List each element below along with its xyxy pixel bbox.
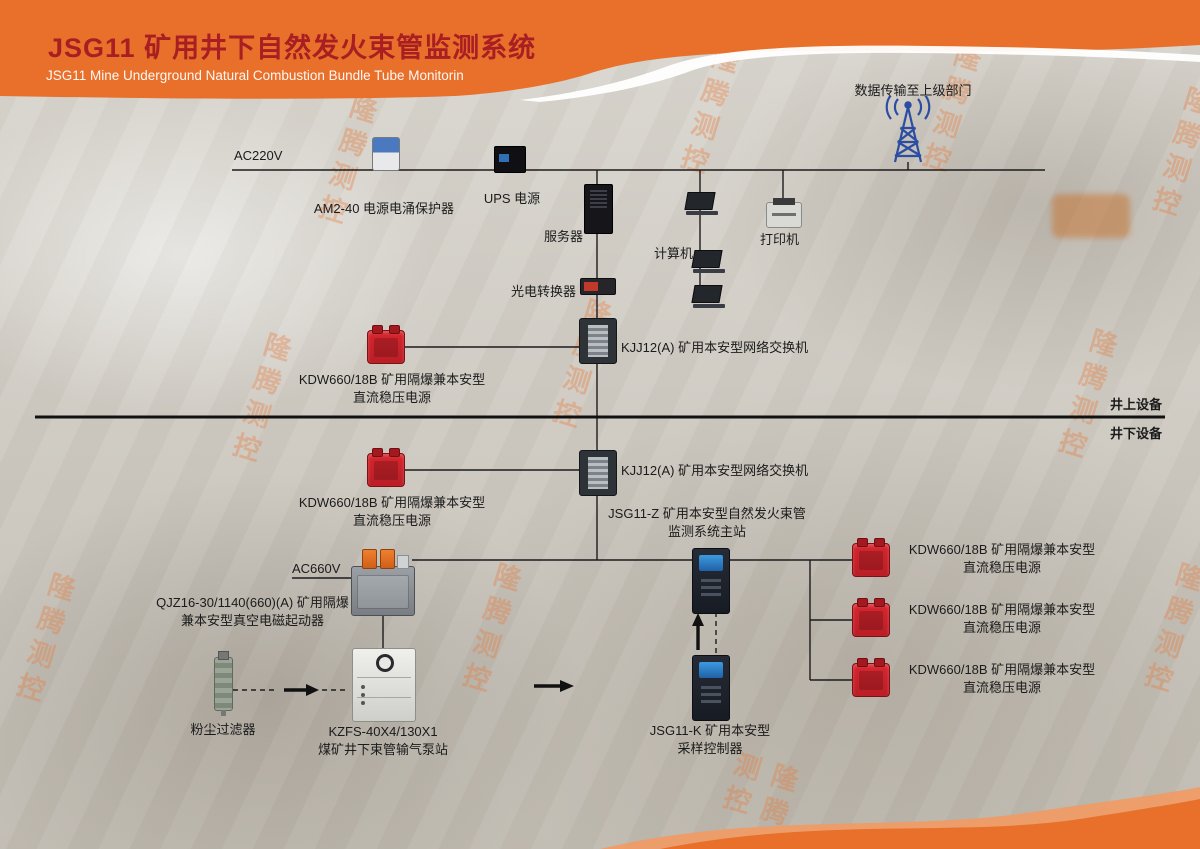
kdw-underground-label-line2: 直流稳压电源 xyxy=(352,513,431,528)
kdw-power-right-3-device xyxy=(852,658,890,697)
kdw-surface-label: KDW660/18B 矿用隔爆兼本安型 直流稳压电源 xyxy=(292,371,492,407)
flow-arrow-sampler-to-main-station-icon xyxy=(692,613,704,650)
computer-device-2 xyxy=(691,250,725,273)
sampling-controller-label-line2: 采样控制器 xyxy=(677,741,743,756)
server-device xyxy=(584,184,613,234)
kdw-power-right-1-device xyxy=(852,538,890,577)
kdw-surface-label-line1: KDW660/18B 矿用隔爆兼本安型 xyxy=(298,372,486,387)
server-grill xyxy=(590,190,607,210)
computer-device-3 xyxy=(691,285,725,308)
data-link-label: 数据传输至上级部门 xyxy=(854,83,972,98)
kdw-right-2-label: KDW660/18B 矿用隔爆兼本安型 直流稳压电源 xyxy=(896,601,1108,637)
kdw-right-3-label-line1: KDW660/18B 矿用隔爆兼本安型 xyxy=(908,662,1096,677)
switch-surface-label: KJJ12(A) 矿用本安型网络交换机 xyxy=(621,340,809,355)
sampling-controller-label: JSG11-K 矿用本安型 采样控制器 xyxy=(612,722,808,758)
pump-station-label-line1: KZFS-40X4/130X1 xyxy=(328,724,438,739)
printer-label: 打印机 xyxy=(760,232,800,247)
ac220v-label: AC220V xyxy=(234,148,283,163)
vacuum-starter-device xyxy=(351,549,415,616)
kdw-power-underground-device xyxy=(367,448,405,487)
starter-label-line1: QJZ16-30/1140(660)(A) 矿用隔爆 xyxy=(156,595,349,610)
kdw-right-3-label-line2: 直流稳压电源 xyxy=(962,680,1041,695)
page-subtitle: JSG11 Mine Underground Natural Combustio… xyxy=(46,68,464,83)
page-title: JSG11 矿用井下自然发火束管监测系统 xyxy=(48,33,537,63)
network-switch-surface-device xyxy=(579,318,617,364)
sampling-controller-label-line1: JSG11-K 矿用本安型 xyxy=(649,723,771,738)
main-station-label-line1: JSG11-Z 矿用本安型自然发火束管 xyxy=(608,506,806,521)
kdw-right-3-label: KDW660/18B 矿用隔爆兼本安型 直流稳压电源 xyxy=(896,661,1108,697)
main-station-label: JSG11-Z 矿用本安型自然发火束管 监测系统主站 xyxy=(597,505,817,541)
optical-converter-device xyxy=(580,278,616,295)
printer-device xyxy=(766,198,802,228)
main-station-label-line2: 监测系统主站 xyxy=(667,524,746,539)
server-label: 服务器 xyxy=(544,229,584,244)
kdw-right-1-label-line1: KDW660/18B 矿用隔爆兼本安型 xyxy=(908,542,1096,557)
optical-converter-label: 光电转换器 xyxy=(510,284,576,299)
ups-display xyxy=(499,154,509,162)
starter-label: QJZ16-30/1140(660)(A) 矿用隔爆 兼本安型真空电磁起动器 xyxy=(150,594,355,630)
kdw-surface-label-line2: 直流稳压电源 xyxy=(352,390,431,405)
sampling-controller-device xyxy=(692,655,730,721)
computer-label: 计算机 xyxy=(654,246,694,261)
kdw-power-surface-device xyxy=(367,325,405,364)
ac660v-label: AC660V xyxy=(292,561,341,576)
mining-truck-photo xyxy=(1052,194,1130,238)
flow-arrow-pump-to-sampler-icon xyxy=(534,680,574,692)
starter-label-line2: 兼本安型真空电磁起动器 xyxy=(180,613,324,628)
flow-arrow-filter-to-pump-icon xyxy=(284,684,319,696)
kdw-underground-label-line1: KDW660/18B 矿用隔爆兼本安型 xyxy=(298,495,486,510)
dust-filter-device xyxy=(214,651,233,716)
pump-station-label-line2: 煤矿井下束管输气泵站 xyxy=(317,742,448,757)
pump-station-device xyxy=(352,648,416,722)
kdw-right-2-label-line2: 直流稳压电源 xyxy=(962,620,1041,635)
kdw-right-1-label: KDW660/18B 矿用隔爆兼本安型 直流稳压电源 xyxy=(896,541,1108,577)
switch-underground-label: KJJ12(A) 矿用本安型网络交换机 xyxy=(621,463,809,478)
surge-protector-device xyxy=(372,137,400,171)
kdw-power-right-2-device xyxy=(852,598,890,637)
pump-station-label: KZFS-40X4/130X1 煤矿井下束管输气泵站 xyxy=(288,723,478,759)
ups-label: UPS 电源 xyxy=(483,191,541,206)
converter-label-sticker xyxy=(584,282,598,291)
network-switch-underground-device xyxy=(579,450,617,496)
computer-device-1 xyxy=(684,192,718,215)
dust-filter-label: 粉尘过滤器 xyxy=(190,722,256,737)
underground-zone-label: 井下设备 xyxy=(1109,426,1162,441)
kdw-right-1-label-line2: 直流稳压电源 xyxy=(962,560,1041,575)
header-swoosh xyxy=(0,0,1200,102)
main-station-device xyxy=(692,548,730,614)
surface-zone-label: 井上设备 xyxy=(1109,397,1162,412)
antenna-icon xyxy=(885,96,931,163)
surge-protector-label: AM2-40 电源电涌保护器 xyxy=(313,201,455,216)
kdw-underground-label: KDW660/18B 矿用隔爆兼本安型 直流稳压电源 xyxy=(292,494,492,530)
footer-wave xyxy=(600,787,1200,849)
kdw-right-2-label-line1: KDW660/18B 矿用隔爆兼本安型 xyxy=(908,602,1096,617)
ups-device xyxy=(494,146,526,173)
